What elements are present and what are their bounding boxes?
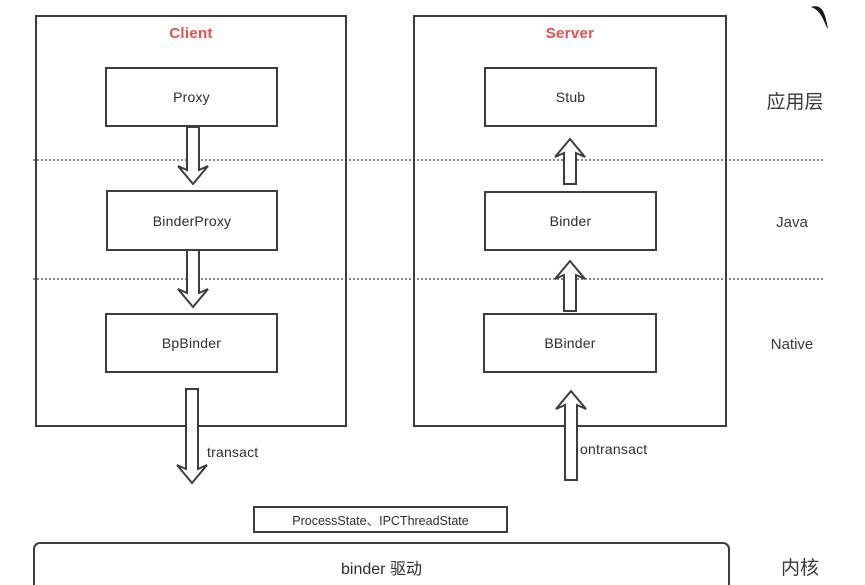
process-state-label: ProcessState、IPCThreadState	[292, 514, 469, 528]
node-bbinder: BBinder	[483, 313, 657, 373]
node-binderproxy-label: BinderProxy	[152, 212, 232, 229]
node-proxy: Proxy	[105, 67, 278, 127]
binder-driver-box: binder 驱动	[33, 542, 730, 585]
server-title: Server	[545, 25, 595, 42]
layer-label-native: Native	[770, 336, 814, 353]
node-binderproxy: BinderProxy	[106, 190, 278, 251]
transact-label: transact	[207, 444, 259, 460]
binder-driver-label: binder 驱动	[341, 561, 422, 578]
ontransact-label: ontransact	[580, 441, 648, 457]
node-bpbinder: BpBinder	[105, 313, 278, 373]
node-binder-label: Binder	[549, 213, 592, 229]
process-state-box: ProcessState、IPCThreadState	[253, 506, 508, 533]
layer-divider-java-native	[33, 278, 823, 280]
node-bbinder-label: BBinder	[544, 335, 596, 351]
layer-divider-app-java	[33, 159, 823, 161]
node-binder: Binder	[484, 191, 657, 251]
layer-label-java: Java	[776, 214, 808, 231]
layer-label-app: 应用层	[766, 92, 824, 113]
node-proxy-label: Proxy	[173, 89, 210, 105]
layer-label-kernel: 内核	[780, 558, 819, 579]
node-stub-label: Stub	[555, 89, 586, 105]
client-title: Client	[169, 25, 213, 42]
node-stub: Stub	[484, 67, 657, 127]
node-bpbinder-label: BpBinder	[161, 335, 222, 351]
cursor-mark	[811, 6, 828, 29]
